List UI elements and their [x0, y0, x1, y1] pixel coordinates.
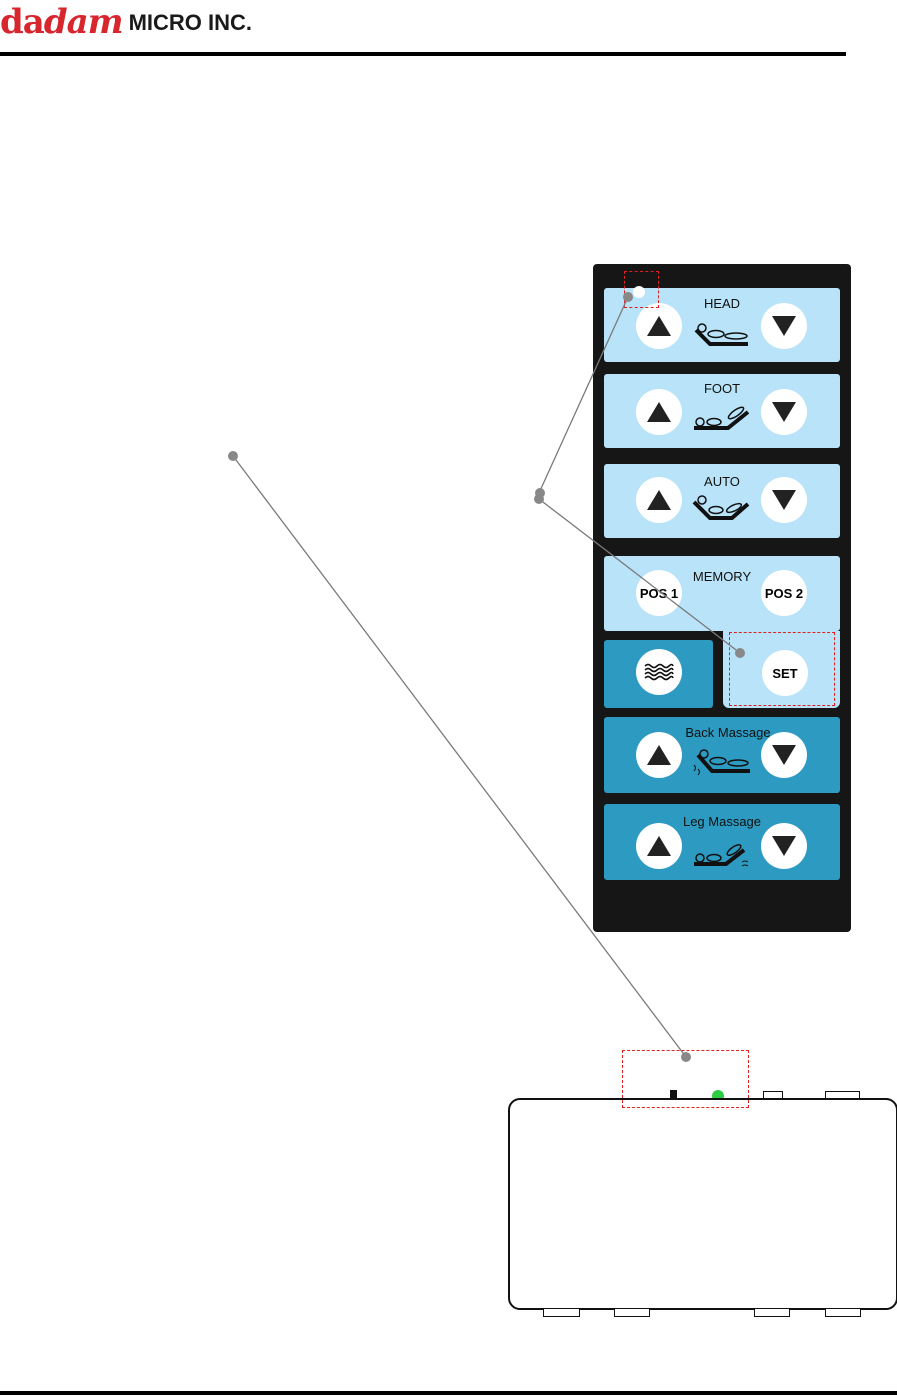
- triangle-down-icon: [772, 402, 796, 422]
- triangle-down-icon: [772, 836, 796, 856]
- device-bottom-connector-1: [543, 1308, 580, 1317]
- memory-set-button[interactable]: SET: [762, 650, 808, 696]
- logo-brand: dadam: [0, 2, 124, 42]
- head-down-button[interactable]: [761, 303, 807, 349]
- back-massage-icon: [693, 749, 750, 776]
- triangle-up-icon: [647, 836, 671, 856]
- back-massage-down-button[interactable]: [761, 732, 807, 778]
- head-up-button[interactable]: [636, 303, 682, 349]
- leg-massage-icon: [694, 844, 749, 867]
- bed-auto-icon: [692, 495, 750, 520]
- triangle-up-icon: [647, 316, 671, 336]
- auto-down-button[interactable]: [761, 477, 807, 523]
- back-massage-up-button[interactable]: [636, 732, 682, 778]
- wave-massage-button[interactable]: [636, 649, 682, 695]
- foot-up-button[interactable]: [636, 389, 682, 435]
- triangle-down-icon: [772, 490, 796, 510]
- triangle-down-icon: [772, 316, 796, 336]
- wave-icon: [644, 663, 674, 681]
- foot-panel: FOOT: [604, 374, 840, 448]
- foot-label: FOOT: [703, 381, 741, 396]
- head-label: HEAD: [703, 296, 741, 311]
- remote-controller: HEAD FOOT AUTO: [593, 264, 851, 932]
- set-panel: SET: [723, 631, 840, 708]
- foot-down-button[interactable]: [761, 389, 807, 435]
- auto-up-button[interactable]: [636, 477, 682, 523]
- head-panel: HEAD: [604, 288, 840, 362]
- wave-panel: [604, 640, 713, 708]
- back-massage-panel: Back Massage: [604, 717, 840, 793]
- power-led-indicator: [633, 286, 645, 298]
- auto-label: AUTO: [704, 474, 740, 489]
- memory-panel: MEMORY POS 1 POS 2: [604, 556, 840, 631]
- leg-massage-label: Leg Massage: [682, 814, 762, 829]
- leg-massage-down-button[interactable]: [761, 823, 807, 869]
- bed-foot-raise-icon: [694, 406, 750, 430]
- triangle-down-icon: [772, 745, 796, 765]
- set-callout-box: [729, 632, 835, 706]
- memory-pos1-button[interactable]: POS 1: [636, 570, 682, 616]
- device-bottom-connector-4: [825, 1308, 861, 1317]
- memory-label: MEMORY: [692, 569, 752, 584]
- auto-panel: AUTO: [604, 464, 840, 538]
- bed-head-raise-icon: [694, 323, 748, 346]
- triangle-up-icon: [647, 490, 671, 510]
- memory-pos2-button[interactable]: POS 2: [761, 570, 807, 616]
- footer-rule: [0, 1391, 897, 1395]
- led-callout-box: [624, 271, 659, 308]
- device-led-callout-box: [622, 1050, 749, 1108]
- device-bottom-connector-3: [754, 1308, 790, 1317]
- leg-massage-up-button[interactable]: [636, 823, 682, 869]
- back-massage-label: Back Massage: [685, 725, 771, 740]
- control-box: [508, 1098, 897, 1310]
- logo-company-name: MICRO INC.: [128, 10, 253, 35]
- header-rule: [0, 52, 846, 56]
- triangle-up-icon: [647, 402, 671, 422]
- leg-massage-panel: Leg Massage: [604, 804, 840, 880]
- device-button: [670, 1090, 677, 1098]
- triangle-up-icon: [647, 745, 671, 765]
- device-bottom-connector-2: [614, 1308, 650, 1317]
